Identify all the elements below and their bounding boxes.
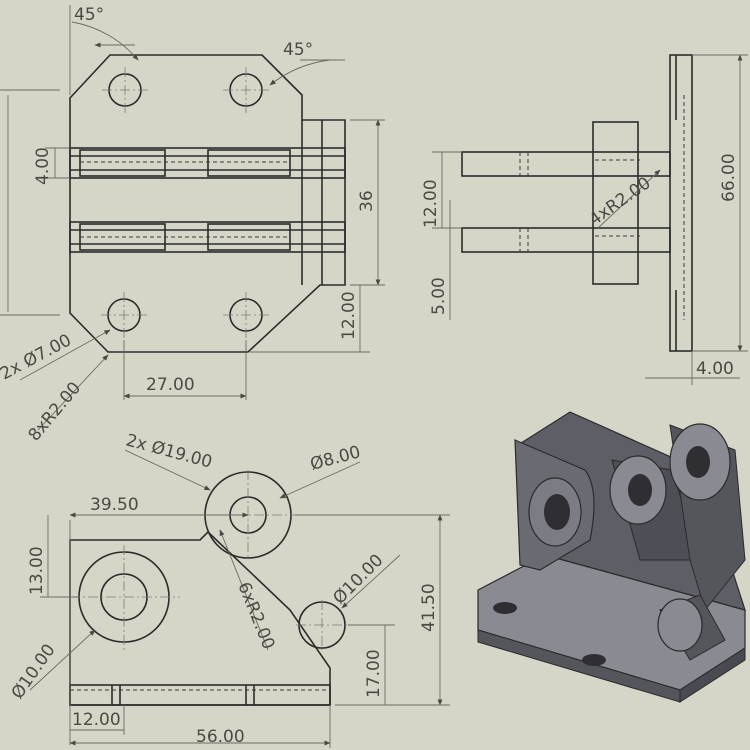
front-hole-top-left [102, 67, 148, 113]
front-dim-bottom-right: 12.00 [339, 291, 359, 340]
top-boss-left [70, 545, 180, 652]
front-dim-slot: 4.00 [33, 147, 53, 185]
side-view: 12.00 5.00 4xR2.00 66.00 4.00 [421, 54, 748, 385]
front-angle-top-left: 45° [74, 5, 104, 25]
front-dim-hole-dia: 2x Ø7.00 [0, 330, 75, 384]
front-angle-top-right: 45° [283, 40, 313, 60]
top-dim-hole-dia: Ø10.00 [8, 641, 60, 703]
top-dim-boss-dia: 2x Ø19.00 [124, 431, 215, 473]
top-dim-width: 56.00 [196, 727, 245, 747]
side-dim-thickness: 12.00 [421, 179, 441, 228]
front-dim-radius: 8xR2.00 [25, 378, 86, 445]
top-view: 39.50 2x Ø19.00 Ø8.00 13.00 41.50 17.00 … [8, 431, 450, 748]
top-dim-offset: 39.50 [90, 495, 139, 515]
top-view-outline [69, 530, 331, 706]
side-dim-plate: 4.00 [696, 359, 734, 379]
top-dim-pin-dia2: Ø10.00 [329, 551, 387, 609]
top-pin [296, 600, 348, 650]
side-dim-height: 66.00 [719, 153, 739, 202]
front-view: 45° 45° 00 4.00 36 12.00 27.00 2x Ø7.00 … [0, 5, 385, 445]
side-dim-gap: 5.00 [429, 277, 449, 315]
top-dim-left: 12.00 [72, 710, 121, 730]
front-hole-bottom-right [223, 292, 269, 338]
top-dim-height: 41.50 [419, 583, 439, 632]
top-dim-pin-dia: Ø8.00 [308, 442, 363, 475]
top-dim-lower-height: 17.00 [364, 649, 384, 698]
top-dim-top: 13.00 [27, 546, 47, 595]
front-hole-top-right [223, 67, 269, 113]
isometric-view [477, 411, 746, 703]
front-dim-height-right: 36 [357, 190, 377, 212]
front-dim-width: 27.00 [146, 375, 195, 395]
top-dim-radius: 6xR2.00 [233, 579, 278, 652]
side-dim-radius: 4xR2.00 [585, 173, 654, 230]
front-view-outline [69, 54, 346, 353]
front-hole-bottom-left [101, 292, 147, 338]
